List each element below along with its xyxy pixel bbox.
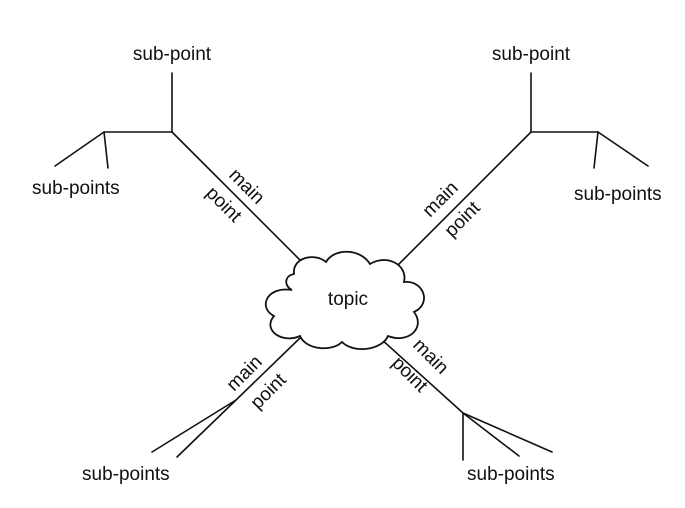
topic-label: topic bbox=[328, 289, 368, 310]
main-line-top-right bbox=[394, 131, 532, 269]
sub-twig-top-left-1 bbox=[54, 131, 105, 167]
main-line-bottom-left bbox=[235, 337, 301, 401]
sub-point-label-top-left: sub-point bbox=[133, 44, 212, 65]
main-line-top-left bbox=[171, 131, 309, 269]
branch-bottom-right: sub-points main point bbox=[379, 335, 555, 485]
sub-twig-bottom-left-1 bbox=[151, 399, 237, 453]
sub-points-label-bottom-right: sub-points bbox=[467, 464, 555, 485]
sub-twig-bottom-right-2 bbox=[462, 412, 520, 457]
branch-top-left: sub-point sub-points main point bbox=[32, 44, 309, 269]
branch-bottom-left: sub-points main point bbox=[82, 337, 301, 485]
cloud-shape bbox=[264, 250, 425, 350]
sub-twig-top-left-2 bbox=[103, 131, 109, 169]
sub-points-label-top-right: sub-points bbox=[574, 184, 662, 205]
sub-point-label-top-right: sub-point bbox=[492, 44, 571, 65]
sub-twig-top-right-2 bbox=[593, 131, 599, 169]
topic-cloud: topic bbox=[264, 250, 425, 350]
sub-points-label-bottom-left: sub-points bbox=[82, 464, 170, 485]
branch-top-right: sub-point sub-points main point bbox=[394, 44, 662, 269]
sub-points-label-top-left: sub-points bbox=[32, 178, 120, 199]
sub-twig-bottom-left-2 bbox=[176, 399, 237, 458]
sub-twig-top-right-1 bbox=[597, 131, 649, 167]
main-line-bottom-right bbox=[379, 337, 464, 414]
sub-twig-bottom-right-1 bbox=[462, 412, 553, 453]
